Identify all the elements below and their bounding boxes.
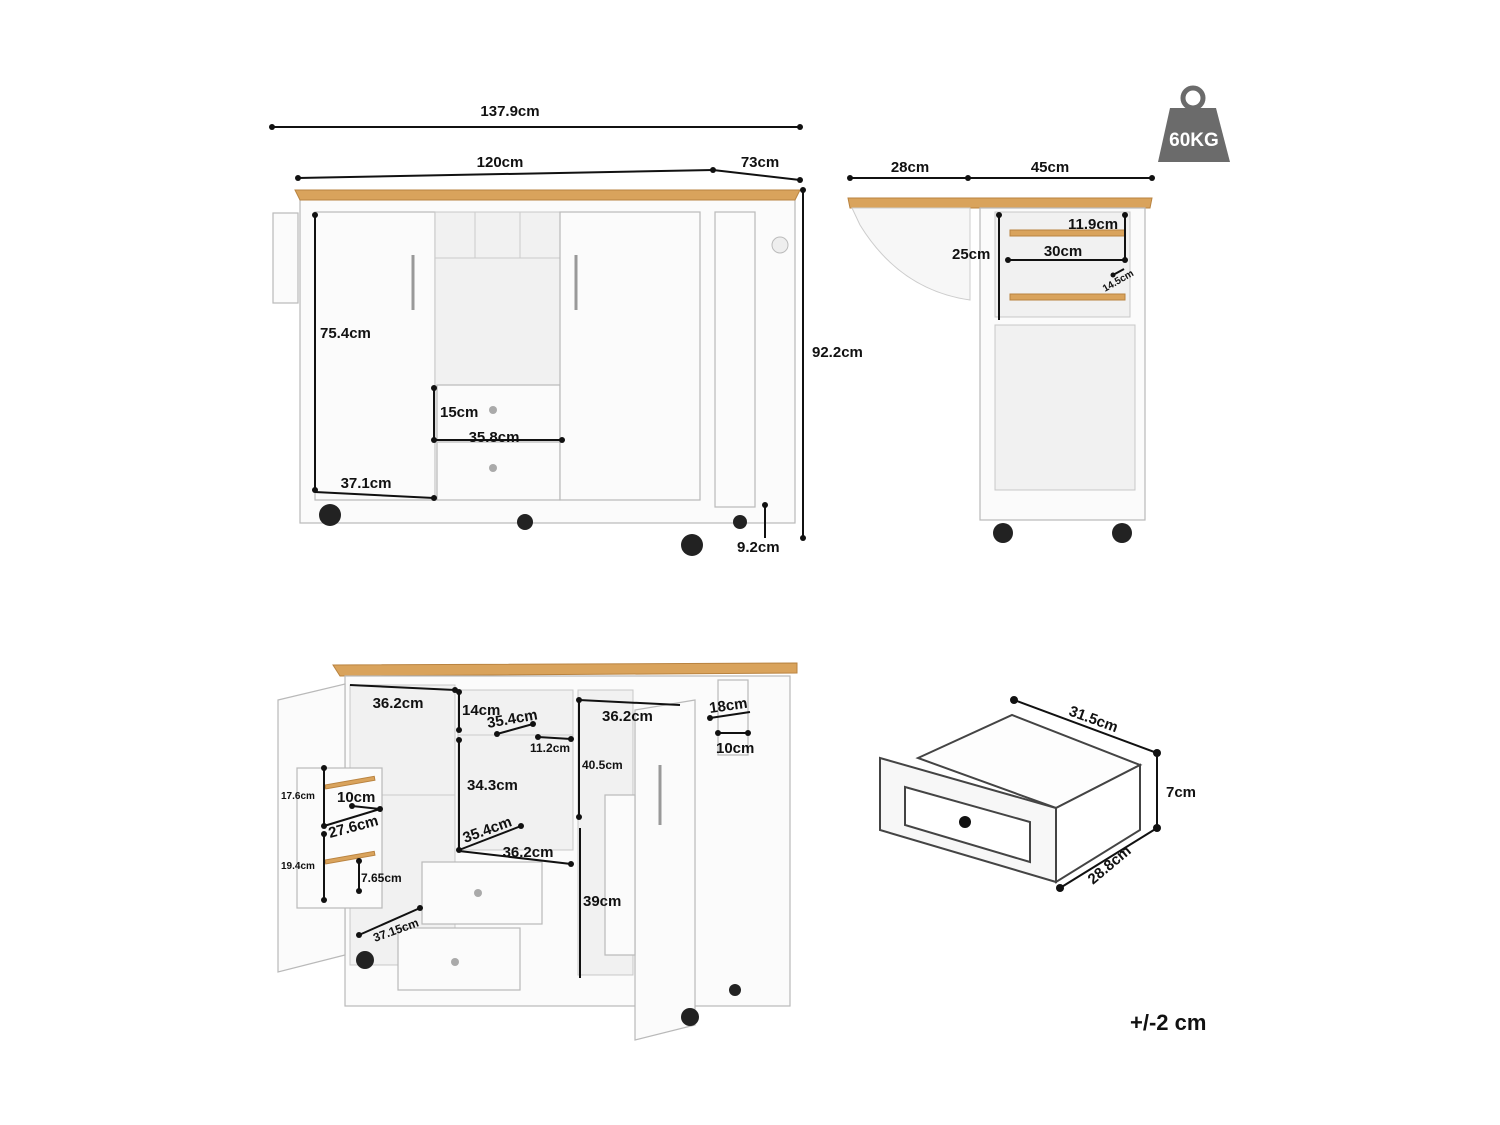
rack-lower-height-label: 19.4cm xyxy=(281,861,315,872)
weight-label: 60KG xyxy=(1169,130,1219,151)
right-lower-height-label: 39cm xyxy=(583,893,621,910)
right-upper-height-label: 40.5cm xyxy=(582,758,623,772)
rack-upper-height-label: 17.6cm xyxy=(281,791,315,802)
towel-bar-depth-label: 18cm xyxy=(708,695,748,717)
right-open-door xyxy=(634,699,696,1041)
tolerance-note: +/-2 cm xyxy=(1130,1010,1206,1035)
rack-width-label: 30cm xyxy=(1044,243,1082,260)
depth-label: 73cm xyxy=(741,154,779,171)
cubby-height-label: 14cm xyxy=(462,702,500,719)
side-view: 28cm 45cm 11.9cm 25cm 30cm 14.5cm xyxy=(847,159,1155,543)
cubby-width-label: 11.2cm xyxy=(530,741,570,755)
left-door xyxy=(314,211,436,501)
height-label: 92.2cm xyxy=(812,344,863,361)
overall-width-label: 137.9cm xyxy=(480,103,539,120)
door-height-label: 75.4cm xyxy=(320,325,371,342)
door-width-label: 37.1cm xyxy=(341,475,392,492)
drop-leaf xyxy=(851,207,971,301)
open-drawer-lower xyxy=(397,927,521,991)
rack-lip-label: 7.65cm xyxy=(361,871,402,885)
body-depth-label: 45cm xyxy=(1031,159,1069,176)
front-view: 137.9cm 120cm 73cm 92.2cm 75.4cm 15cm 35… xyxy=(269,103,863,556)
center-height-label: 34.3cm xyxy=(467,777,518,794)
rack-spacing-label: 11.9cm xyxy=(1068,216,1118,233)
drawer-width-label: 31.5cm xyxy=(1067,703,1121,736)
towel-bar-width-label: 10cm xyxy=(716,740,754,757)
top-width-label: 120cm xyxy=(477,154,524,171)
lower-drawer xyxy=(436,441,561,501)
drawer-height-label: 7cm xyxy=(1166,784,1196,801)
right-door xyxy=(559,211,701,501)
wood-top xyxy=(294,189,801,201)
left-cabinet-width-label: 36.2cm xyxy=(373,695,424,712)
weight-icon: 60KG xyxy=(1158,85,1230,162)
rack-height-label: 25cm xyxy=(952,246,990,263)
open-view: 36.2cm 14cm 35.4cm 11.2cm 36.2cm 18cm 10… xyxy=(277,662,798,1041)
drawer-view: 31.5cm 7cm 28.8cm xyxy=(879,696,1196,892)
shelf-width-label: 36.2cm xyxy=(503,844,554,861)
clearance-label: 9.2cm xyxy=(737,539,780,556)
side-panel xyxy=(714,211,756,508)
right-cabinet-width-label: 36.2cm xyxy=(602,708,653,725)
drawer-height-label: 15cm xyxy=(440,404,478,421)
drop-leaf-label: 28cm xyxy=(891,159,929,176)
spice-rack xyxy=(272,212,299,304)
upper-drawer xyxy=(436,384,561,441)
drawer-width-label: 35.8cm xyxy=(469,429,520,446)
rack-depth-label-open: 10cm xyxy=(337,789,375,806)
